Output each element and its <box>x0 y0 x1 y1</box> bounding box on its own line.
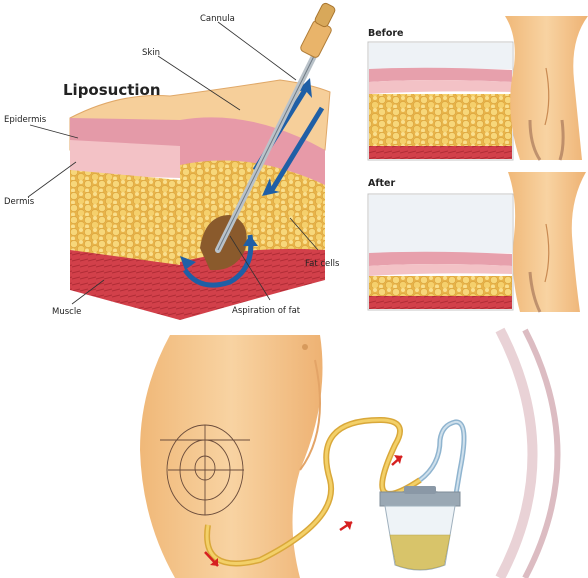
after-heading: After <box>368 178 395 189</box>
label-skin: Skin <box>142 48 160 58</box>
label-dermis: Dermis <box>4 197 35 207</box>
suction-canister-icon <box>380 486 460 570</box>
diagram-title: Liposuction <box>63 81 161 99</box>
label-cannula: Cannula <box>200 14 235 24</box>
label-epidermis: Epidermis <box>4 115 47 125</box>
after-panel: After <box>368 172 586 312</box>
label-aspiration: Aspiration of fat <box>232 306 301 316</box>
before-panel: Before <box>368 16 588 160</box>
label-muscle: Muscle <box>52 307 81 317</box>
procedure-illustration <box>140 330 558 578</box>
label-fat-cells: Fat cells <box>305 259 340 269</box>
before-heading: Before <box>368 28 403 39</box>
skin-cross-section <box>70 2 336 320</box>
